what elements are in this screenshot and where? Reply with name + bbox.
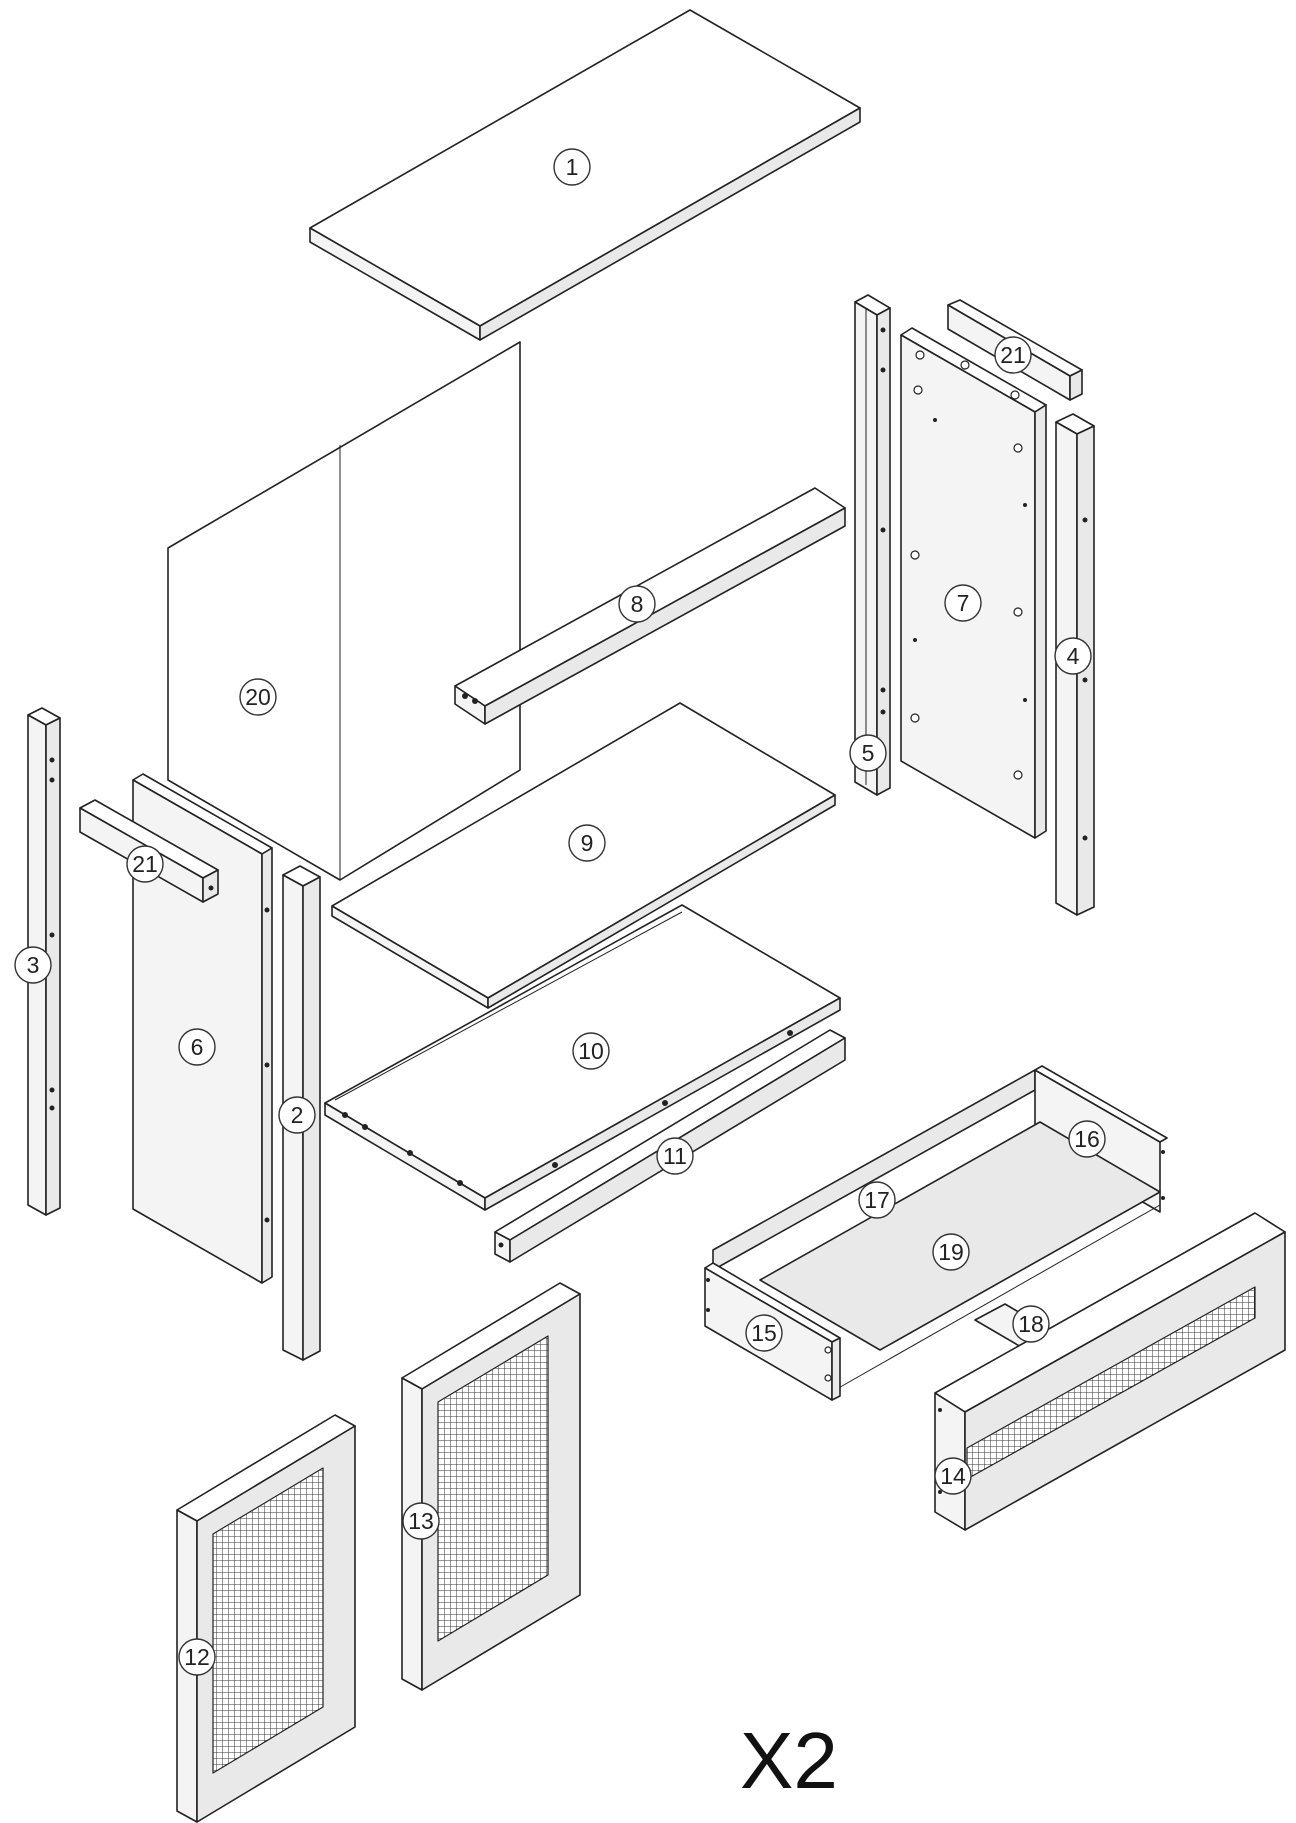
callout-6: 6 bbox=[178, 1028, 216, 1066]
callout-4: 4 bbox=[1054, 637, 1092, 675]
callout-21-left: 21 bbox=[126, 845, 164, 883]
svg-text:13: 13 bbox=[408, 1508, 434, 1534]
callout-20: 20 bbox=[239, 678, 277, 716]
svg-text:11: 11 bbox=[663, 1143, 687, 1169]
svg-text:21: 21 bbox=[132, 851, 158, 877]
quantity-label: X2 bbox=[740, 1716, 838, 1805]
callout-11: 11 bbox=[656, 1137, 694, 1175]
svg-text:9: 9 bbox=[581, 830, 594, 856]
svg-text:8: 8 bbox=[631, 591, 644, 617]
svg-text:10: 10 bbox=[578, 1038, 604, 1064]
rear-leg-grooved bbox=[854, 294, 891, 796]
svg-text:18: 18 bbox=[1018, 1311, 1044, 1337]
callout-7: 7 bbox=[944, 584, 982, 622]
callout-1: 1 bbox=[553, 148, 591, 186]
svg-text:7: 7 bbox=[957, 590, 970, 616]
callout-16: 16 bbox=[1068, 1120, 1106, 1158]
svg-text:4: 4 bbox=[1067, 643, 1080, 669]
svg-text:6: 6 bbox=[191, 1034, 204, 1060]
drawer-front bbox=[934, 1212, 1286, 1531]
callout-9: 9 bbox=[568, 824, 606, 862]
right-side-panel bbox=[900, 327, 1047, 839]
callout-18: 18 bbox=[1012, 1305, 1050, 1343]
callout-15: 15 bbox=[745, 1314, 783, 1352]
svg-text:3: 3 bbox=[27, 952, 40, 978]
svg-text:1: 1 bbox=[566, 154, 579, 180]
svg-text:21: 21 bbox=[1000, 342, 1026, 368]
callout-10: 10 bbox=[572, 1032, 610, 1070]
callout-12: 12 bbox=[178, 1638, 216, 1676]
callout-2: 2 bbox=[278, 1096, 316, 1134]
svg-text:19: 19 bbox=[938, 1239, 964, 1265]
callout-13: 13 bbox=[402, 1502, 440, 1540]
back-panel bbox=[167, 341, 521, 881]
svg-text:2: 2 bbox=[291, 1102, 304, 1128]
svg-text:15: 15 bbox=[751, 1320, 777, 1346]
callout-3: 3 bbox=[14, 946, 52, 984]
callout-5: 5 bbox=[849, 734, 887, 772]
svg-text:17: 17 bbox=[864, 1187, 890, 1213]
callout-14: 14 bbox=[934, 1457, 972, 1495]
callout-21-right: 21 bbox=[994, 336, 1032, 374]
svg-text:16: 16 bbox=[1074, 1126, 1100, 1152]
door-right bbox=[401, 1282, 581, 1691]
callout-17: 17 bbox=[858, 1181, 896, 1219]
svg-text:20: 20 bbox=[245, 684, 271, 710]
door-left bbox=[176, 1414, 356, 1823]
svg-text:5: 5 bbox=[862, 740, 875, 766]
svg-text:14: 14 bbox=[940, 1463, 966, 1489]
callout-19: 19 bbox=[932, 1233, 970, 1271]
callout-8: 8 bbox=[618, 585, 656, 623]
svg-text:12: 12 bbox=[184, 1644, 210, 1670]
